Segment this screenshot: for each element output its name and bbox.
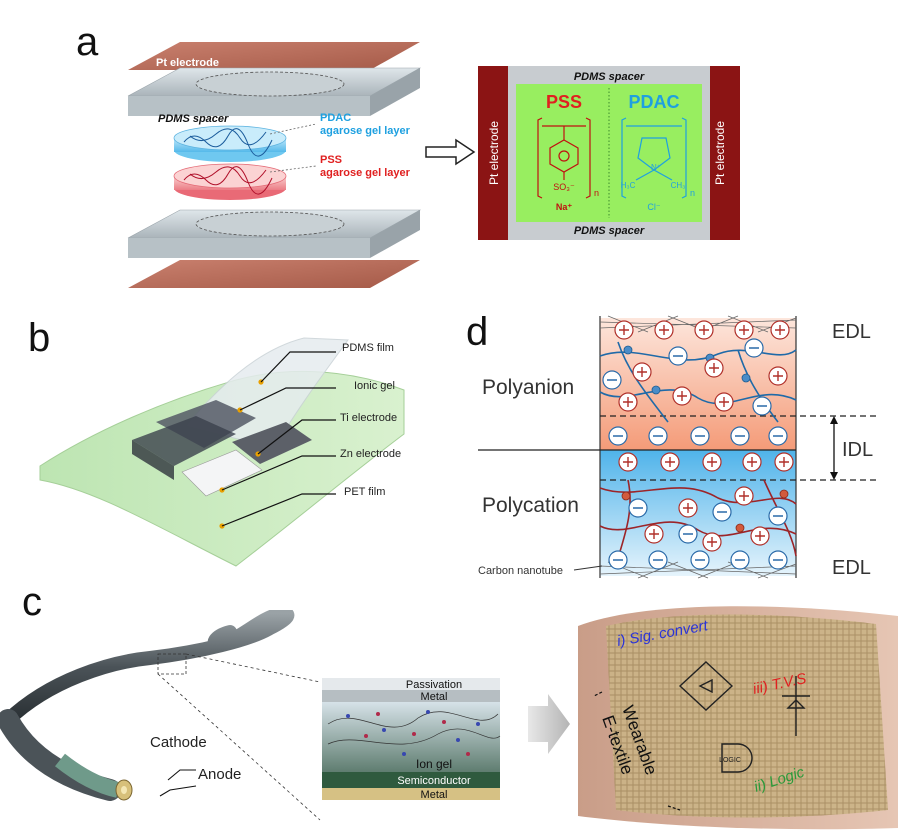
panel-d-interface: EDL EDL IDL Polyanion Polycation Carbon … <box>478 315 878 579</box>
c-metal-bottom: Metal <box>421 789 448 801</box>
pt-electrode-top-label: Pt electrode <box>156 57 219 69</box>
fiber-body <box>1 610 295 727</box>
box-pt-left: Pt electrode <box>487 121 501 185</box>
pt-electrode-bottom <box>128 260 420 288</box>
arrow-right-icon <box>425 138 476 166</box>
c-ion-gel: Ion gel <box>416 757 452 771</box>
chem-so3: SO₃⁻ <box>553 182 575 192</box>
b-label-pet-film: PET film <box>344 486 386 498</box>
box-pdac-label: PDAC <box>628 92 679 112</box>
box-pss-label: PSS <box>546 92 582 112</box>
box-pdms-top: PDMS spacer <box>574 71 645 83</box>
panel-letter-b: b <box>28 316 51 360</box>
b-label-ionic-gel: Ionic gel <box>354 380 395 392</box>
d-carbon-nanotube: Carbon nanotube <box>478 565 563 577</box>
textile-band <box>606 614 888 818</box>
d-idl: IDL <box>842 439 873 461</box>
pss-structure <box>537 117 591 199</box>
panel-c-layer-stack: Passivation Metal Ion gel Semiconductor … <box>322 678 501 801</box>
panel-letter-c: c <box>22 580 42 624</box>
chem-nplus: N⁺ <box>651 163 661 172</box>
b-label-zn-electrode: Zn electrode <box>340 448 402 460</box>
chem-n-pss: n <box>594 188 599 198</box>
chem-na: Na⁺ <box>556 202 573 212</box>
panel-a-exploded-stack: Pt electrode PDMS spacer <box>127 42 422 288</box>
d-edl-top: EDL <box>832 321 871 343</box>
d-edl-bottom: EDL <box>832 557 871 579</box>
pt-electrode-top <box>128 42 420 70</box>
panel-c-wearable-photo: LOGIC i) Sig. convert iii) T.V.S ii) Log… <box>576 596 900 832</box>
zn-electrode <box>181 449 263 497</box>
pdms-spacer-label: PDMS spacer <box>158 113 229 125</box>
logic-chip-label: LOGIC <box>719 757 741 764</box>
chem-n-pdac: n <box>690 188 695 198</box>
chem-cl: Cl⁻ <box>647 202 660 212</box>
chevron-right-icon <box>528 694 570 754</box>
c-cathode: Cathode <box>150 734 207 751</box>
panel-letter-a: a <box>76 20 99 64</box>
c-anode: Anode <box>198 766 242 783</box>
c-passivation: Passivation <box>406 679 462 691</box>
b-label-ti-electrode: Ti electrode <box>340 412 398 424</box>
panel-letter-d: d <box>466 310 489 354</box>
panel-c-fiber <box>0 610 321 821</box>
d-polyanion: Polyanion <box>482 376 574 399</box>
b-label-pdms-film: PDMS film <box>342 342 394 354</box>
box-pt-right: Pt electrode <box>713 121 727 185</box>
c-metal-top: Metal <box>421 691 448 703</box>
d-polycation: Polycation <box>482 494 579 517</box>
pdac-structure <box>621 117 687 199</box>
panel-a-cross-section: PDMS spacer PDMS spacer Pt electrode Pt … <box>478 66 740 240</box>
chem-h3c: H₃C <box>621 181 636 190</box>
box-pdms-bottom: PDMS spacer <box>574 225 645 237</box>
chem-ch3: CH₃ <box>671 181 686 190</box>
c-semiconductor: Semiconductor <box>397 775 471 787</box>
panel-b-device <box>39 337 405 567</box>
